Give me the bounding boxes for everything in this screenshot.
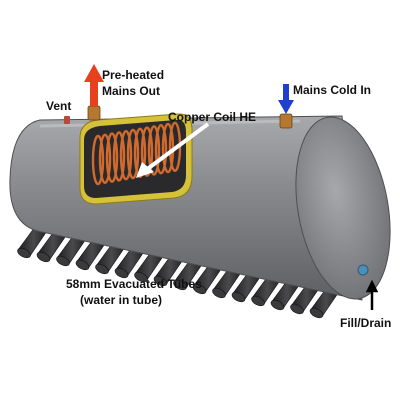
- evacuated-tube-end: [114, 267, 129, 279]
- tank-end-cap: [295, 116, 391, 300]
- evacuated-tube-end: [56, 255, 70, 267]
- copper-coil-turn: [112, 131, 126, 182]
- copper-coil-turn: [147, 125, 161, 176]
- copper-coil-turn: [133, 127, 147, 179]
- label-tubes-line1: 58mm Evacuated Tubes: [66, 277, 202, 291]
- cutaway: [79, 113, 193, 205]
- evacuated-tube-end: [192, 283, 207, 295]
- fill-drain-fitting: [357, 264, 369, 276]
- cold-in-arrow: [278, 84, 294, 114]
- label-fill-drain: Fill/Drain: [340, 316, 391, 330]
- copper-coil-turn: [154, 123, 168, 175]
- hot-out-fitting: [87, 105, 101, 121]
- copper-coil-turn: [119, 129, 133, 181]
- fittings: [64, 105, 369, 276]
- evacuated-tube-end: [173, 279, 187, 291]
- evacuated-tube-end: [153, 275, 168, 287]
- cold-in-fitting: [279, 113, 293, 129]
- copper-coil-turn: [98, 133, 112, 185]
- coil-pointer-arrowhead: [136, 162, 154, 178]
- vent-fitting: [64, 116, 70, 124]
- hot-out-arrow: [84, 64, 104, 106]
- label-tubes-line2: (water in tube): [80, 293, 162, 307]
- copper-coil-turn: [91, 134, 105, 186]
- evacuated-tube-end: [95, 263, 109, 275]
- evacuated-tube-end: [75, 259, 90, 271]
- arrows: [84, 64, 379, 310]
- copper-coil-turn: [105, 132, 119, 183]
- copper-coil-turn: [126, 128, 140, 180]
- evacuated-tube-end: [212, 287, 226, 299]
- evacuated-tube-end: [36, 251, 51, 263]
- evacuated-tube-end: [309, 307, 324, 319]
- label-preheated-line2: Mains Out: [102, 84, 160, 98]
- coil-pointer-arrow: [144, 122, 210, 172]
- label-mains-cold-in: Mains Cold In: [293, 83, 371, 97]
- label-preheated-line1: Pre-heated: [102, 68, 164, 82]
- evacuated-tube-end: [231, 291, 246, 303]
- copper-coil-turn: [140, 126, 154, 177]
- evacuated-tube-end: [251, 295, 265, 307]
- evacuated-tube-end: [290, 303, 304, 315]
- label-copper-coil: Copper Coil HE: [168, 110, 256, 124]
- evacuated-tube-end: [134, 271, 148, 283]
- label-vent: Vent: [46, 99, 71, 113]
- evacuated-tube-end: [270, 299, 285, 311]
- evacuated-tube-end: [17, 247, 31, 259]
